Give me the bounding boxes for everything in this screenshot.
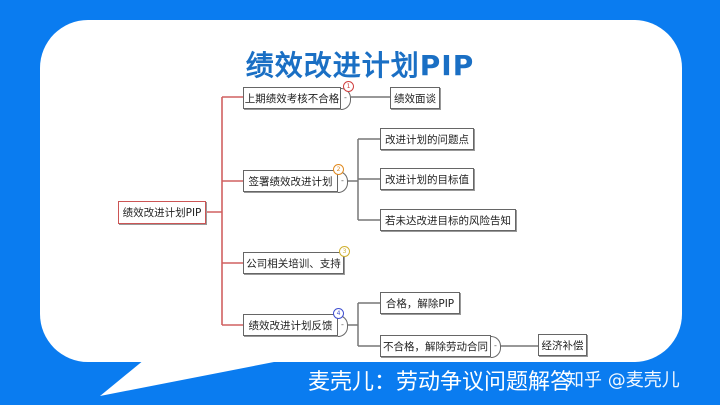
child-node[interactable]: 合格，解除PIP <box>380 292 460 314</box>
child-node[interactable]: 绩效面谈 <box>390 87 440 109</box>
branch-node-2[interactable]: 签署绩效改进计划 <box>243 170 338 192</box>
priority-badge-1: 1 <box>343 81 354 92</box>
root-node[interactable]: 绩效改进计划PIP <box>118 201 206 224</box>
speech-bubble-tail <box>100 355 310 396</box>
trunk-lines <box>205 96 243 326</box>
branch-node-4[interactable]: 绩效改进计划反馈 <box>243 314 338 336</box>
child-node[interactable]: 若未达改进目标的风险告知 <box>380 209 516 231</box>
child-node[interactable]: 不合格，解除劳动合同 <box>380 335 491 357</box>
grandchild-node[interactable]: 经济补偿 <box>538 334 587 356</box>
priority-badge-3: 3 <box>339 246 350 257</box>
speech-bubble <box>40 20 682 362</box>
branch-node-3[interactable]: 公司相关培训、支持 <box>243 252 344 274</box>
watermark: 知乎 @麦壳儿 <box>566 370 680 391</box>
branch-node-1[interactable]: 上期绩效考核不合格 <box>243 87 341 109</box>
branch-lines <box>348 96 538 347</box>
caption-text: 麦壳儿：劳动争议问题解答 <box>308 370 573 395</box>
priority-badge-4: 4 <box>333 308 344 319</box>
child-node[interactable]: 改进计划的目标值 <box>380 168 474 190</box>
page-title: 绩效改进计划PIP <box>245 49 475 82</box>
priority-badge-2: 2 <box>333 164 344 175</box>
child-node[interactable]: 改进计划的问题点 <box>380 128 474 150</box>
